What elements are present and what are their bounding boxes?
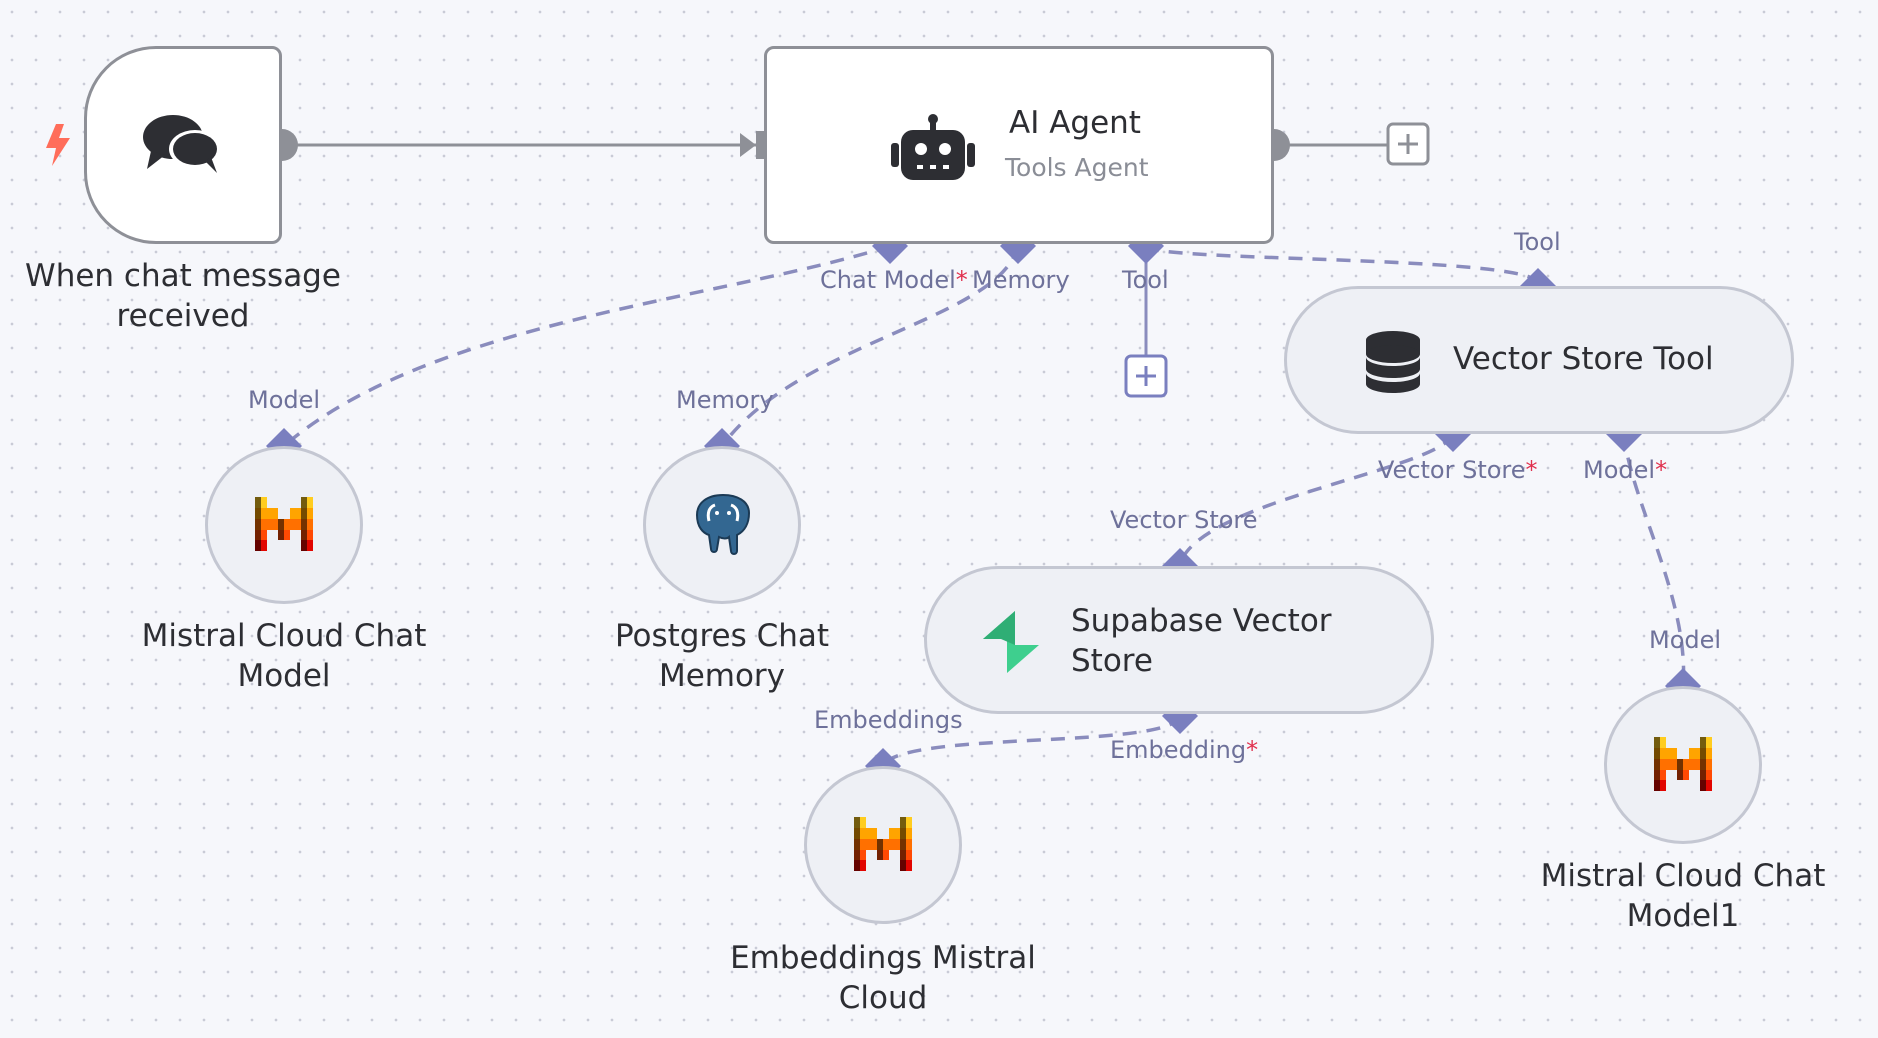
port-label-memory-input: Memory: [676, 386, 774, 414]
node-mistral-chat-model[interactable]: [205, 446, 363, 604]
port-label-embeddings-in: Embeddings: [814, 706, 963, 734]
connection-tool[interactable]: [1144, 244, 1540, 285]
port-label-vector-store-out: Vector Store*: [1378, 456, 1538, 484]
main-connection-arrow: [740, 133, 756, 157]
node-embeddings-mistral[interactable]: [804, 766, 962, 924]
postgres-elephant-icon: [695, 493, 751, 555]
node-supabase-vector-store[interactable]: Supabase Vector Store: [924, 566, 1434, 714]
mistral-logo-icon: [255, 497, 313, 551]
connection-vstore-model[interactable]: [1622, 433, 1686, 687]
port-label-vector-store-in: Vector Store: [1110, 506, 1258, 534]
node-postgres-chat-memory[interactable]: [643, 446, 801, 604]
connection-embedding[interactable]: [881, 715, 1182, 768]
port-label-chat-model: Chat Model*: [820, 266, 968, 294]
node-title-mistral-chat-model: Mistral Cloud Chat Model: [141, 618, 427, 694]
node-title-mistral-chat-model1: Mistral Cloud Chat Model1: [1540, 858, 1826, 934]
connection-vector-store[interactable]: [1178, 433, 1455, 565]
port-label-model-input: Model: [248, 386, 321, 414]
port-label-vstore-model-out: Model*: [1583, 456, 1668, 484]
connection-chat-model[interactable]: [282, 244, 891, 448]
mistral-logo-icon: [1654, 737, 1712, 791]
vector-store-tool-title: Vector Store Tool: [1453, 341, 1714, 377]
port-label-model1-input: Model: [1649, 626, 1722, 654]
chat-bubbles-icon: [143, 115, 221, 173]
database-icon: [1366, 331, 1420, 393]
node-title-postgres-chat-memory: Postgres Chat Memory: [614, 618, 830, 694]
agent-title: AI Agent: [1009, 105, 1141, 141]
supabase-title: Supabase Vector Store: [1071, 603, 1332, 679]
robot-icon: [891, 114, 975, 180]
port-label-embedding-out: Embedding*: [1110, 736, 1259, 764]
add-tool-button[interactable]: [1124, 354, 1168, 398]
add-node-after-agent-button[interactable]: [1386, 122, 1430, 166]
node-title-embeddings-mistral: Embeddings Mistral Cloud: [730, 940, 1036, 1016]
node-title-chat-trigger: When chat message received: [25, 258, 341, 334]
node-vector-store-tool[interactable]: Vector Store Tool: [1284, 286, 1794, 434]
node-ai-agent[interactable]: AI Agent Tools Agent: [764, 46, 1274, 244]
port-label-tool: Tool: [1122, 266, 1169, 294]
connection-memory[interactable]: [720, 245, 1020, 448]
node-chat-trigger[interactable]: [84, 46, 282, 244]
lightning-icon: [46, 124, 70, 166]
supabase-logo-icon: [983, 611, 1039, 673]
node-mistral-chat-model1[interactable]: [1604, 686, 1762, 844]
port-label-tool-input: Tool: [1514, 228, 1561, 256]
agent-subtitle: Tools Agent: [1005, 153, 1149, 182]
port-label-memory: Memory: [972, 266, 1070, 294]
mistral-logo-icon: [854, 817, 912, 871]
